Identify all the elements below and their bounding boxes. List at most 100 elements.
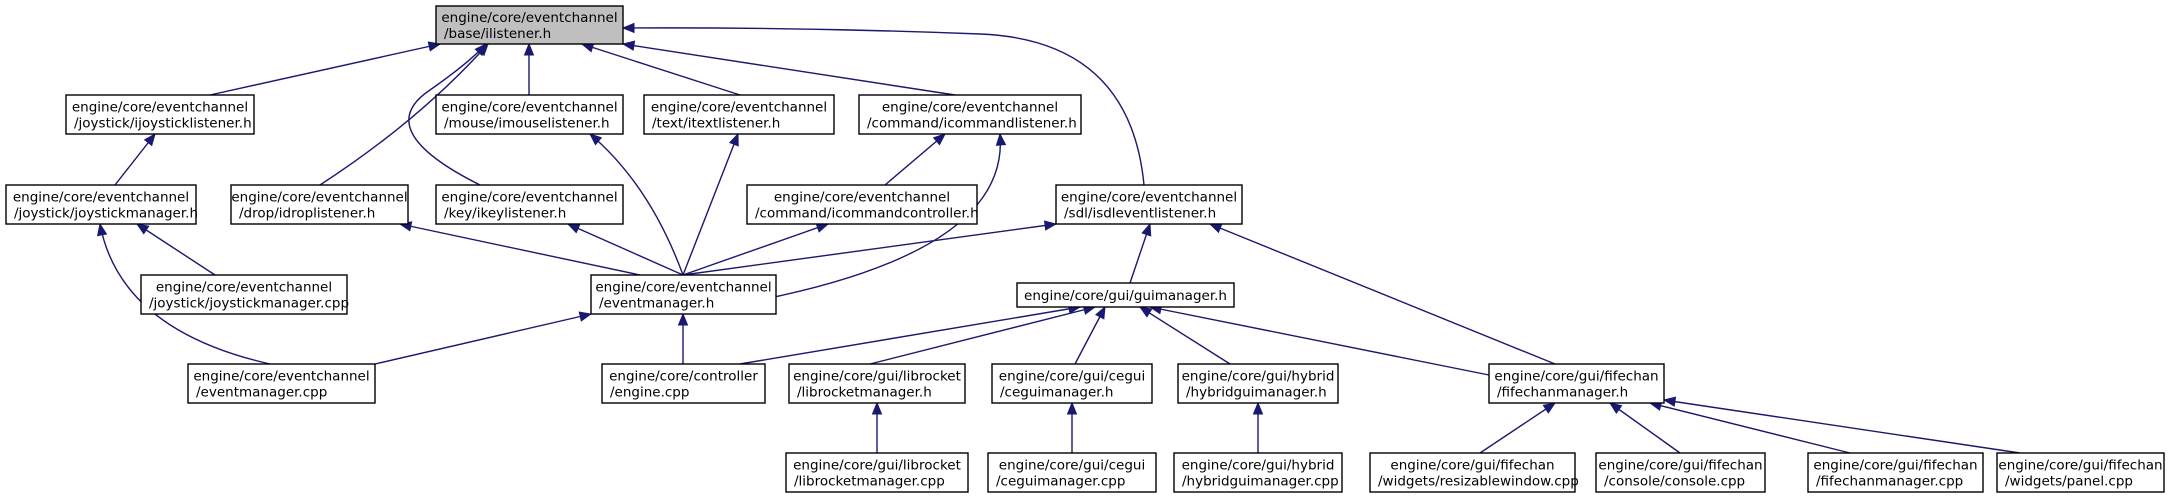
node-label-line: /key/ikeylistener.h [444, 206, 566, 222]
edge-line [319, 43, 489, 186]
node-label-line: /ceguimanager.h [1000, 385, 1113, 401]
node-commandlistener-h[interactable]: engine/core/eventchannel/command/icomman… [858, 94, 1082, 135]
edge-fifechanmanager_cpp-to-fifechanmanager_h [1648, 400, 1851, 454]
edge-eventmanager_h-to-commandlistener_h [759, 132, 1007, 301]
node-fifechanmanager-h[interactable]: engine/core/gui/fifechan/fifechanmanager… [1488, 363, 1665, 404]
arrow-head [1043, 220, 1058, 231]
node-root[interactable]: engine/core/eventchannel/base/ilistener.… [435, 5, 624, 45]
arrow-head [588, 133, 603, 146]
arrow-head [578, 311, 593, 322]
node-box [140, 274, 348, 315]
node-label-line: /eventmanager.cpp [196, 385, 327, 401]
node-label-line: /widgets/resizablewindow.cpp [1378, 474, 1579, 490]
edge-panel_cpp-to-fifechanmanager_h [1662, 396, 2021, 454]
node-keylistener-h[interactable]: engine/core/eventchannel/key/ikeylistene… [435, 184, 624, 225]
node-box [187, 363, 376, 404]
arrow-head [621, 22, 635, 34]
edge-line [374, 313, 592, 365]
node-label-line: engine/core/gui/fifechan [1813, 458, 1977, 474]
arrow-head [1608, 402, 1623, 414]
edge-commandcontroller_h-to-commandlistener_h [884, 133, 947, 186]
node-librocketmanager-h[interactable]: engine/core/gui/librocket/librocketmanag… [788, 363, 966, 404]
node-label-line: engine/core/eventchannel [72, 100, 248, 116]
edge-ceguimanager_h-to-guimanager_h [1074, 305, 1106, 365]
node-label-line: engine/core/eventchannel [441, 100, 617, 116]
node-droplistener-h[interactable]: engine/core/eventchannel/drop/idropliste… [230, 184, 409, 225]
node-guimanager-h[interactable]: engine/core/gui/guimanager.h [1016, 282, 1235, 308]
node-label-line: engine/core/gui/fifechan [1598, 458, 1762, 474]
node-box [1807, 452, 1984, 493]
arrow-head [143, 132, 156, 147]
edge-line [682, 133, 739, 276]
node-librocketmanager-cpp[interactable]: engine/core/gui/librocket/librocketmanag… [785, 452, 969, 493]
node-box [785, 452, 969, 493]
node-label-line: engine/core/eventchannel [882, 100, 1058, 116]
node-label-line: engine/core/gui/hybrid [1182, 369, 1335, 385]
node-label-line: engine/core/gui/fifechan [1998, 458, 2162, 474]
edge-eventmanager_h-to-commandcontroller_h [682, 222, 830, 276]
node-label-line: engine/core/eventchannel [231, 190, 407, 206]
node-box [5, 184, 197, 225]
node-engine-cpp[interactable]: engine/core/controller/engine.cpp [601, 363, 766, 404]
arrow-head [677, 312, 689, 326]
node-mouselistener-h[interactable]: engine/core/eventchannel/mouse/imouselis… [435, 94, 624, 135]
node-box [991, 363, 1153, 404]
edges-layer [96, 22, 2021, 454]
node-label-line: engine/core/eventchannel [13, 190, 189, 206]
node-console-cpp[interactable]: engine/core/gui/fifechan/console/console… [1595, 452, 1766, 493]
node-label-line: /librocketmanager.h [797, 385, 932, 401]
arrow-head [621, 40, 636, 51]
edge-sdleventlistener_h-to-root [621, 22, 1145, 186]
node-joystickmanager-h[interactable]: engine/core/eventchannel/joystick/joysti… [5, 184, 198, 225]
edge-engine_cpp-to-guimanager_h [739, 303, 1082, 365]
edge-hybridguimanager_h-to-guimanager_h [1138, 306, 1231, 365]
node-joystickmanager-cpp[interactable]: engine/core/eventchannel/joystick/joysti… [140, 274, 349, 315]
edge-line [739, 306, 1081, 365]
edge-joystickmanager_h-to-joysticklistener_h [114, 132, 156, 186]
node-label-line: engine/core/gui/librocket [793, 369, 961, 385]
edge-line [408, 43, 487, 186]
node-label-line: /drop/idroplistener.h [239, 206, 375, 222]
arrow-head [1252, 401, 1264, 415]
node-box [1369, 452, 1576, 493]
arrow-head [1542, 402, 1557, 414]
nodes-layer: engine/core/eventchannel/base/ilistener.… [5, 5, 2165, 493]
node-fifechanmanager-cpp[interactable]: engine/core/gui/fifechan/fifechanmanager… [1807, 452, 1984, 493]
edge-eventmanager_h-to-sdleventlistener_h [682, 220, 1058, 276]
node-label-line: /eventmanager.h [599, 296, 714, 312]
edge-console_cpp-to-fifechanmanager_h [1608, 402, 1681, 454]
node-box [230, 184, 409, 225]
node-hybridguimanager-h[interactable]: engine/core/gui/hybrid/hybridguimanager.… [1177, 363, 1339, 404]
edge-line [869, 306, 1096, 365]
node-label-line: engine/core/eventchannel [774, 190, 950, 206]
node-label-line: /fifechanmanager.cpp [1816, 474, 1963, 490]
edge-line [682, 223, 1057, 276]
edge-line [399, 223, 641, 276]
node-sdleventlistener-h[interactable]: engine/core/eventchannel/sdl/isdleventli… [1055, 184, 1243, 225]
node-label-line: /hybridguimanager.h [1186, 385, 1327, 401]
node-ceguimanager-h[interactable]: engine/core/gui/cegui/ceguimanager.h [991, 363, 1153, 404]
edge-line [209, 43, 441, 96]
node-commandcontroller-h[interactable]: engine/core/eventchannel/command/icomman… [746, 184, 979, 225]
node-eventmanager-h[interactable]: engine/core/eventchannel/eventmanager.h [590, 274, 777, 315]
edge-fifechanmanager_h-to-sdleventlistener_h [1208, 223, 1556, 365]
node-label-line: engine/core/gui/fifechan [1494, 369, 1658, 385]
node-hybridguimanager-cpp[interactable]: engine/core/gui/hybrid/hybridguimanager.… [1173, 452, 1343, 493]
node-label-line: /widgets/panel.cpp [2005, 474, 2133, 490]
node-box [643, 94, 835, 135]
edge-eventmanager_h-to-droplistener_h [398, 221, 641, 276]
node-resizablewindow-cpp[interactable]: engine/core/gui/fifechan/widgets/resizab… [1369, 452, 1579, 493]
node-textlistener-h[interactable]: engine/core/eventchannel/text/itextliste… [643, 94, 835, 135]
node-joysticklistener-h[interactable]: engine/core/eventchannel/joystick/ijoyst… [65, 94, 255, 135]
node-eventmanager-cpp[interactable]: engine/core/eventchannel/eventmanager.cp… [187, 363, 376, 404]
node-box [435, 184, 624, 225]
node-box [1016, 282, 1235, 308]
node-label-line: engine/core/gui/librocket [793, 458, 961, 474]
node-label-line: /mouse/imouselistener.h [444, 116, 610, 132]
arrow-head [932, 133, 947, 146]
node-label-line: engine/core/eventchannel [156, 280, 332, 296]
node-ceguimanager-cpp[interactable]: engine/core/gui/cegui/ceguimanager.cpp [987, 452, 1157, 493]
node-panel-cpp[interactable]: engine/core/gui/fifechan/widgets/panel.c… [1996, 452, 2165, 493]
node-label-line: engine/core/eventchannel [595, 280, 771, 296]
node-box [788, 363, 966, 404]
